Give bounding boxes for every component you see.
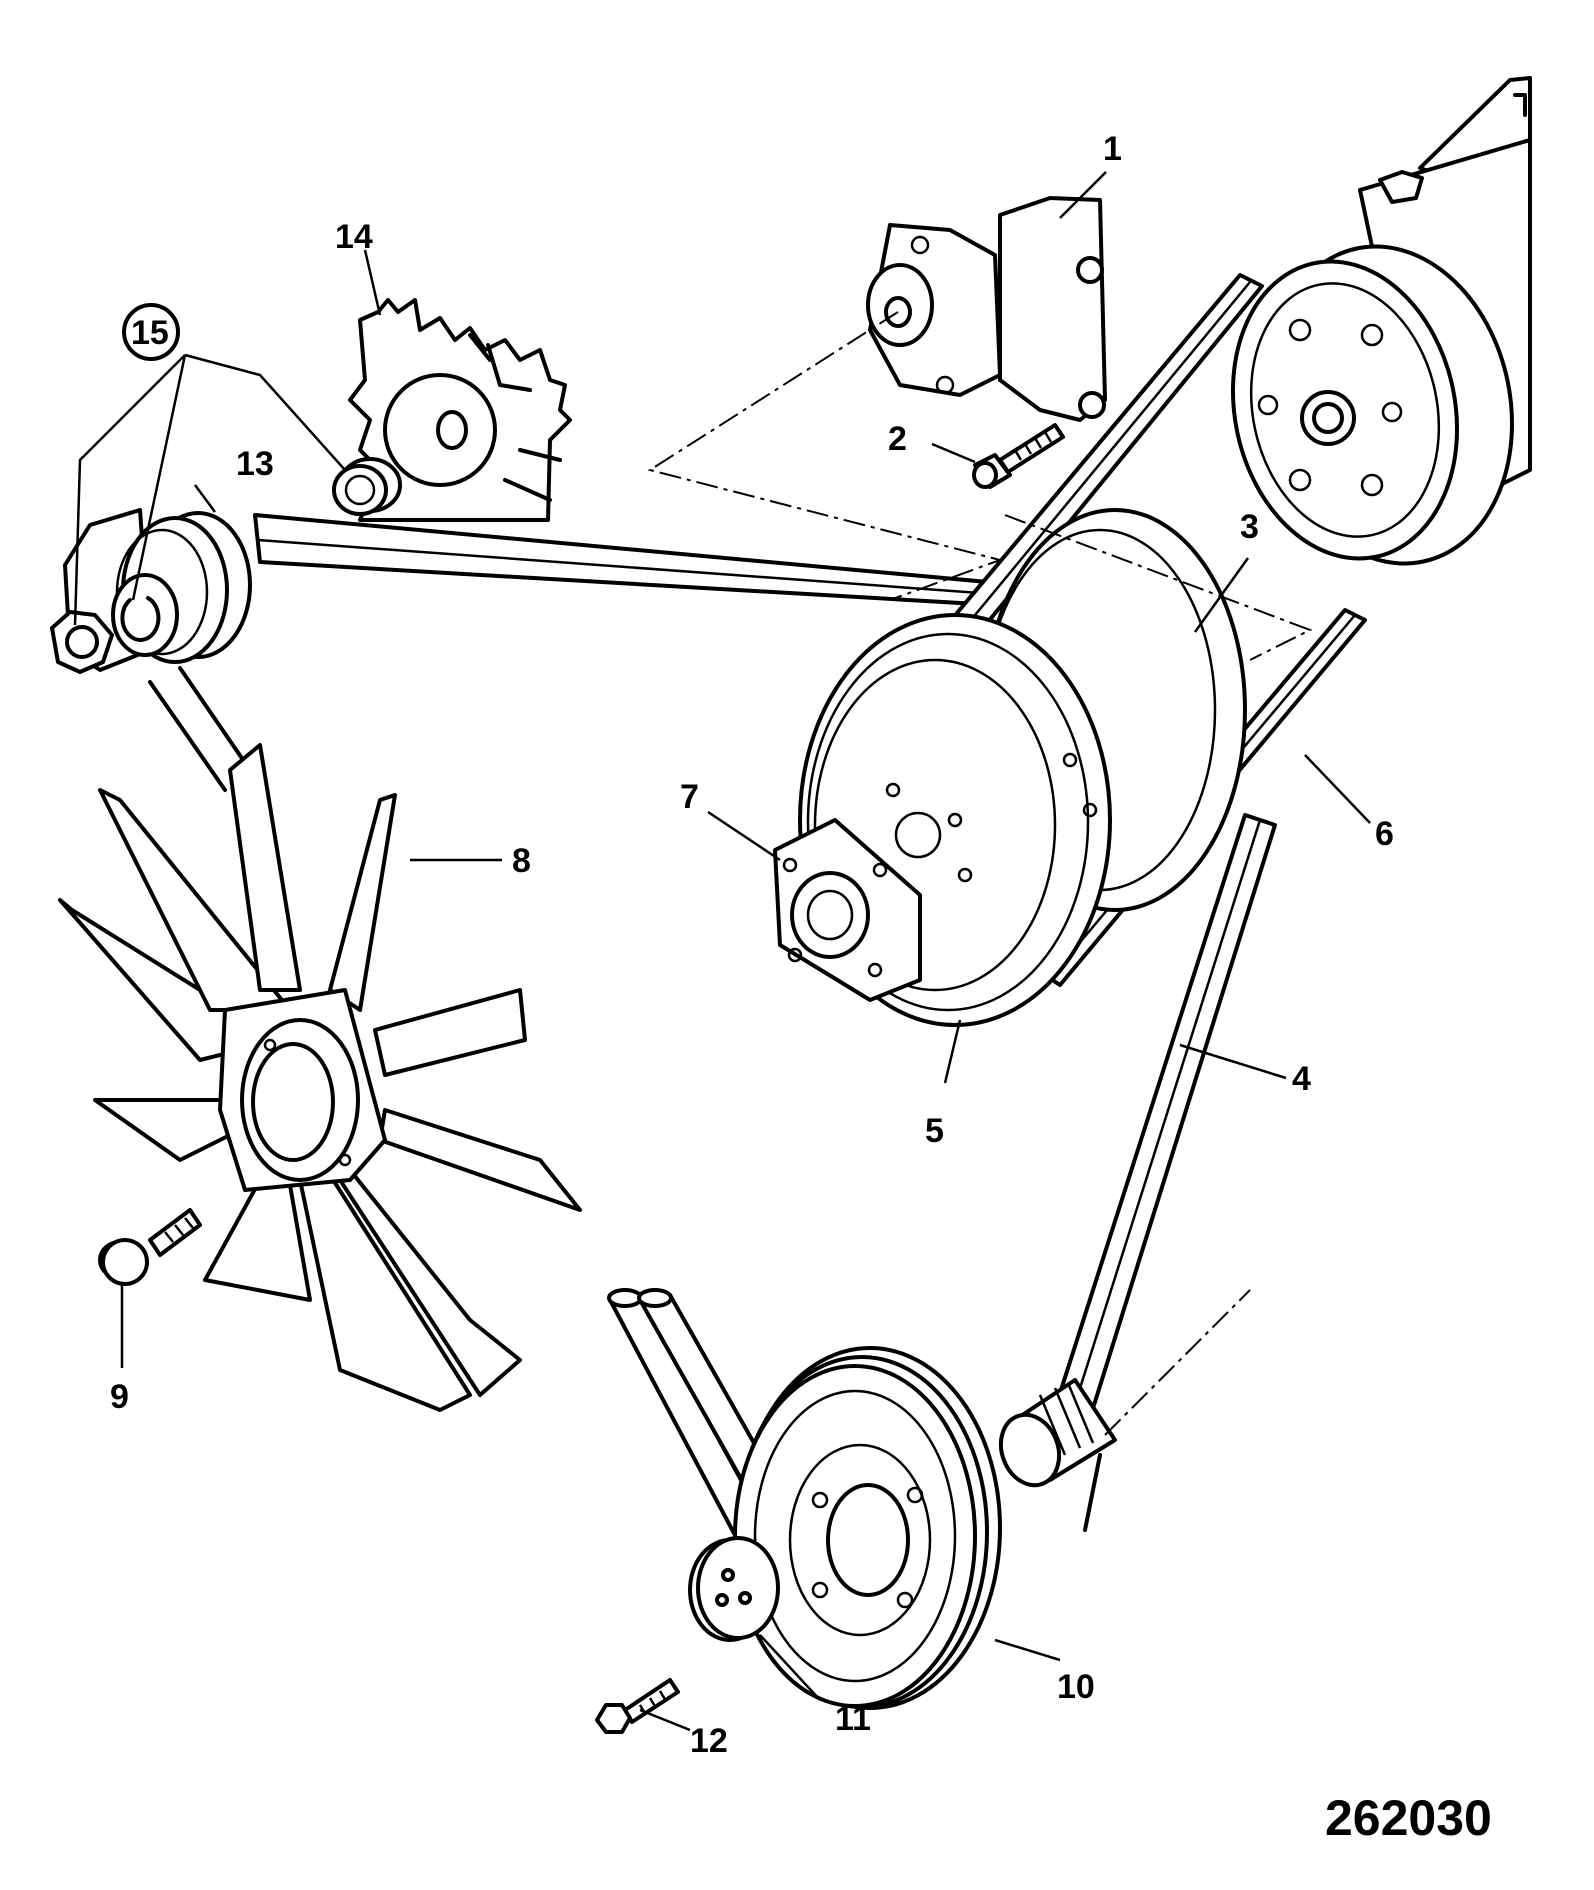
compressor [1230, 76, 1532, 566]
callout-12: 12 [690, 1722, 728, 1760]
cooling-fan [58, 743, 582, 1412]
bolt-12 [595, 1678, 680, 1734]
callout-7: 7 [680, 778, 699, 816]
callout-14: 14 [335, 218, 373, 256]
water-pump-pulley [798, 508, 1247, 1027]
callout-5: 5 [925, 1112, 944, 1150]
callout-4: 4 [1292, 1060, 1311, 1098]
callout-8: 8 [512, 842, 531, 880]
callout-10: 10 [1057, 1668, 1095, 1706]
bracket-assembly [866, 196, 1107, 422]
callout-15-circle [122, 303, 180, 361]
crankshaft-pulley [607, 1288, 1002, 1710]
callout-3: 3 [1240, 508, 1259, 546]
spacer-ring [332, 457, 402, 516]
leader-lines [73, 171, 1371, 1732]
callout-13: 13 [236, 445, 274, 483]
callout-2: 2 [888, 420, 907, 458]
callout-15: 15 [131, 314, 169, 352]
callout-9: 9 [110, 1378, 129, 1416]
bolt-9 [98, 1208, 202, 1286]
assembly-centerlines [647, 311, 1313, 1436]
fan-spacer [348, 298, 572, 522]
callout-11: 11 [835, 1700, 871, 1738]
pulley-washer [688, 1536, 780, 1642]
callout-6: 6 [1375, 815, 1394, 853]
alternator-pulley [50, 508, 252, 674]
pump-hub [773, 818, 922, 1002]
figure-number: 262030 [1325, 1790, 1492, 1846]
crankshaft [998, 1378, 1117, 1488]
callout-labels: 1 2 3 4 5 6 7 8 9 10 11 12 13 14 15 [110, 130, 1394, 1760]
callout-1: 1 [1103, 130, 1122, 168]
bolt-2 [972, 423, 1065, 489]
